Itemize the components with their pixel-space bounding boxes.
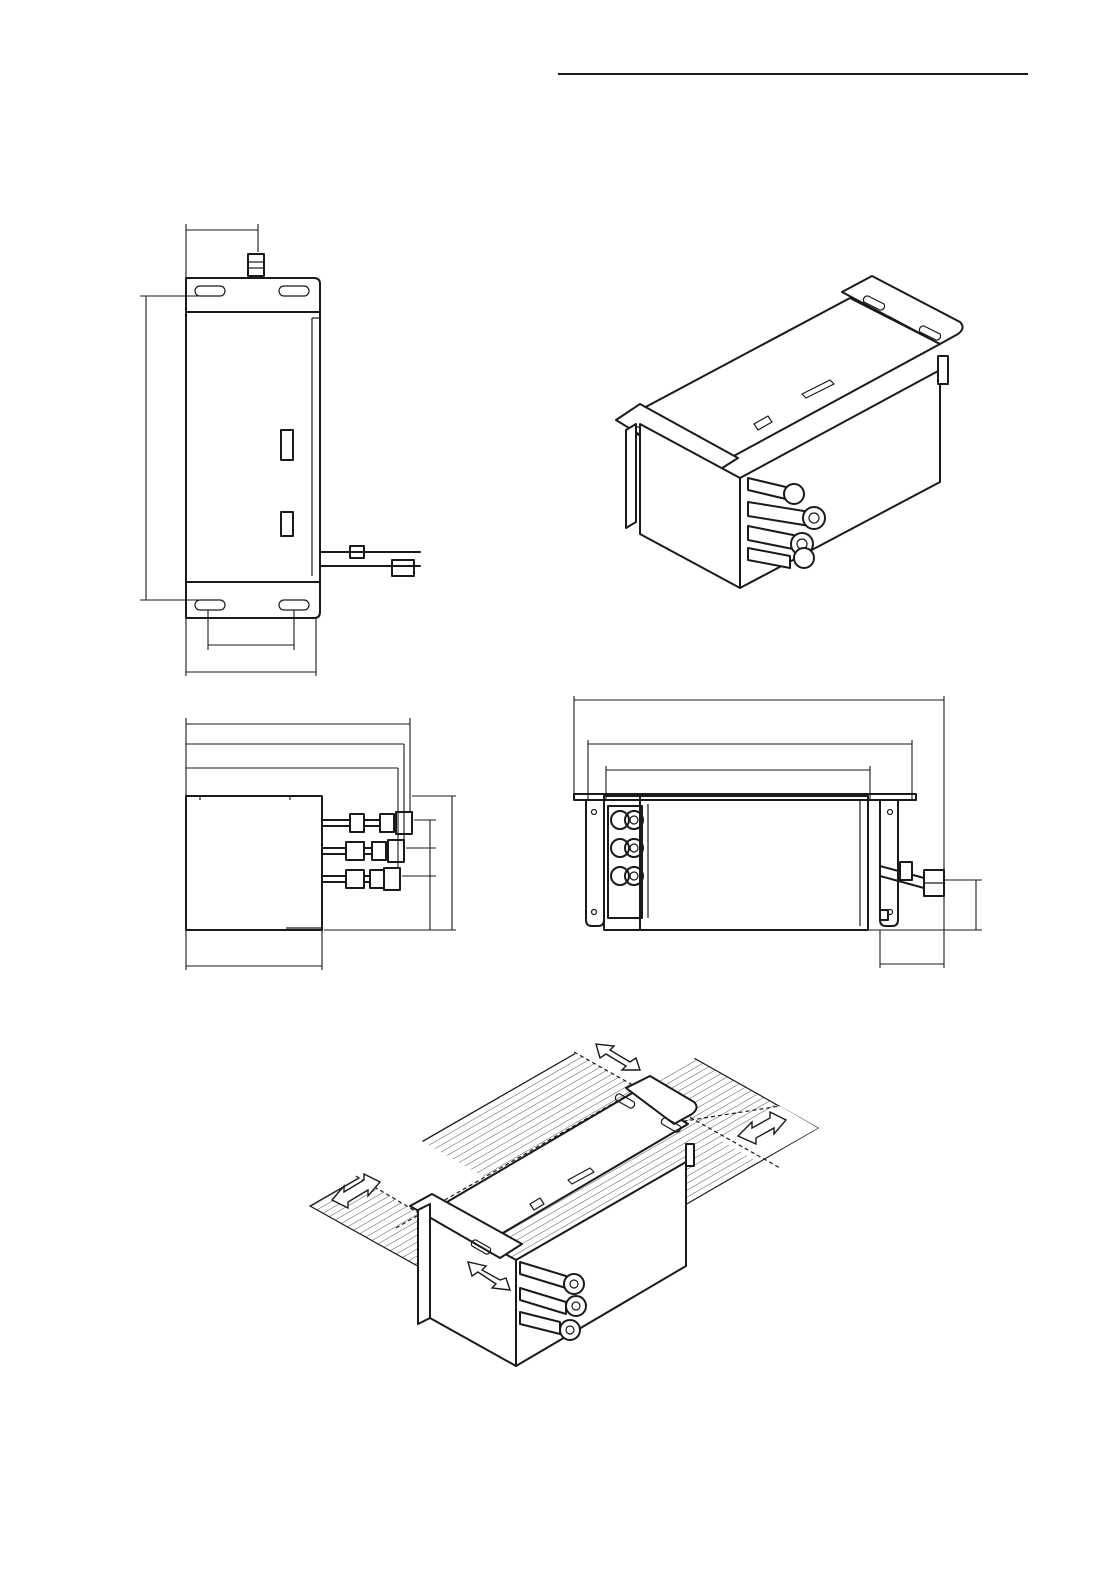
- iso-view-figure: [616, 276, 963, 588]
- service-space-figure: [310, 1016, 818, 1366]
- side-view-figure: [186, 718, 456, 970]
- top-view-figure: [140, 224, 420, 676]
- front-view-figure: [574, 696, 982, 968]
- front-fittings: [611, 811, 643, 885]
